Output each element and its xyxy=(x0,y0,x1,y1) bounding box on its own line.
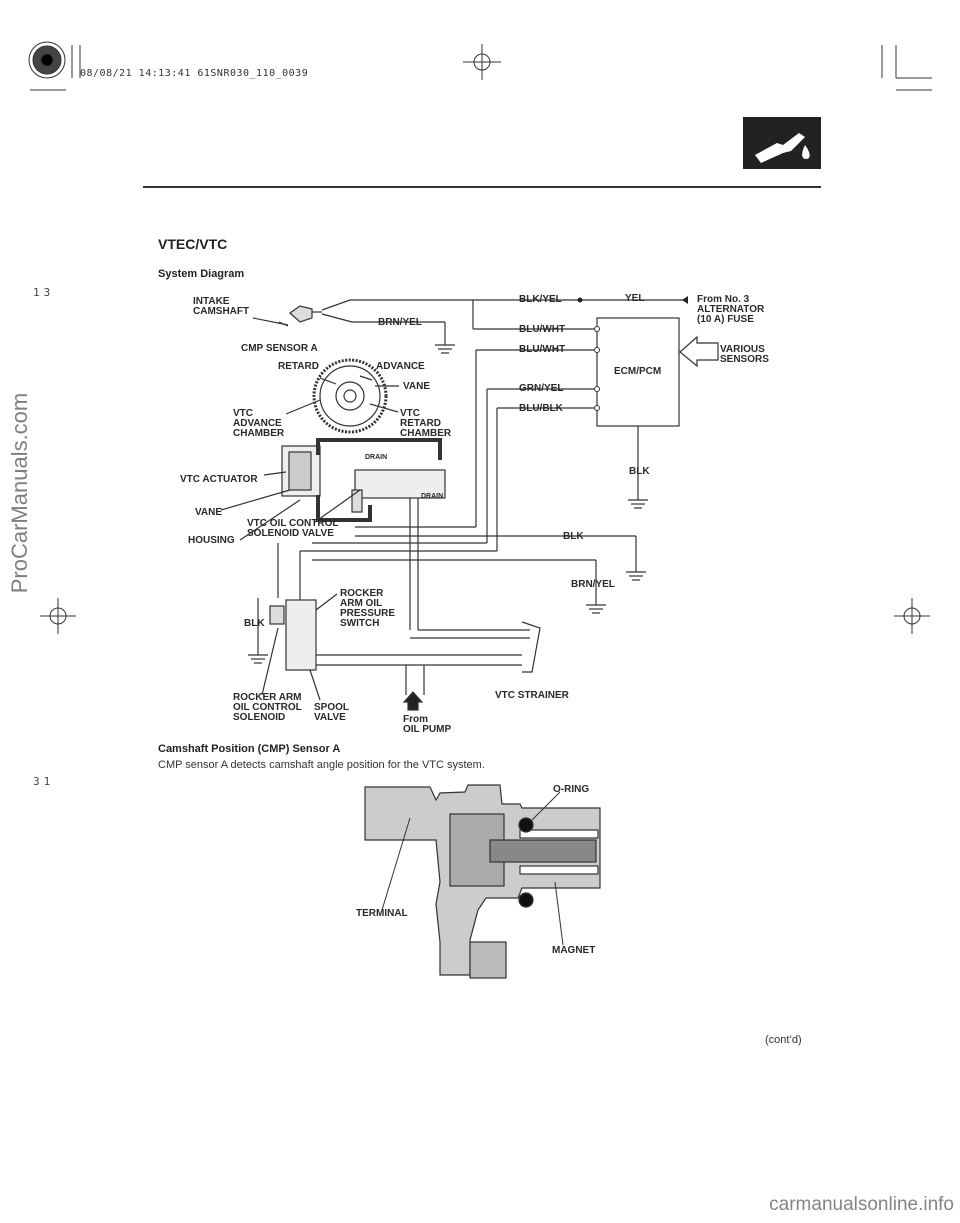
vane-bottom-label: VANE xyxy=(195,507,223,518)
print-stamp: 08/08/21 14:13:41 61SNR030_110_0039 xyxy=(80,68,309,79)
wire-yel-label: YEL xyxy=(625,293,645,304)
spool-valve-label: SPOOL VALVE xyxy=(314,702,350,723)
retard-label: RETARD xyxy=(278,361,319,372)
system-diagram xyxy=(220,296,719,711)
watermark-left: ProCarManuals.com xyxy=(7,392,32,594)
rocker-arm-oil-pressure-switch-label: ROCKER ARM OIL PRESSURE SWITCH xyxy=(340,588,396,629)
ecm-pcm-label: ECM/PCM xyxy=(614,366,662,377)
wire-blk-ecm-label: BLK xyxy=(629,466,650,477)
fuel-system-icon xyxy=(743,117,821,169)
wire-grn-yel-label: GRN/YEL xyxy=(519,383,564,394)
wire-blk-right-label: BLK xyxy=(563,531,584,542)
rocker-arm-oil-control-solenoid-label: ROCKER ARM OIL CONTROL SOLENOID xyxy=(233,692,302,723)
drain-label-2: DRAIN xyxy=(421,493,444,500)
side-page-marker-top: 13 xyxy=(33,286,55,299)
wire-brn-yel-right-label: BRN/YEL xyxy=(571,579,615,590)
section-title: VTEC/VTC xyxy=(158,236,228,252)
system-diagram-title: System Diagram xyxy=(158,268,245,280)
intake-camshaft-label: INTAKE CAMSHAFT xyxy=(193,296,250,317)
vtc-actuator-label: VTC ACTUATOR xyxy=(180,474,258,485)
blk-left-label: BLK xyxy=(244,618,265,629)
watermark-bottom: carmanualsonline.info xyxy=(769,1194,954,1215)
magnet-label: MAGNET xyxy=(552,945,596,956)
header-rule xyxy=(143,186,821,188)
vane-top-label: VANE xyxy=(403,381,431,392)
wire-blu-wht-2-label: BLU/WHT xyxy=(519,344,566,355)
from-oil-pump-label: From OIL PUMP xyxy=(403,714,452,735)
terminal-label: TERMINAL xyxy=(356,908,408,919)
wire-brn-yel-top-label: BRN/YEL xyxy=(378,317,422,328)
housing-label: HOUSING xyxy=(188,535,235,546)
vtc-oil-control-solenoid-valve-label: VTC OIL CONTROL SOLENOID VALVE xyxy=(247,518,339,539)
o-ring-label: O-RING xyxy=(553,784,590,795)
side-page-marker-bottom: 31 xyxy=(33,775,55,788)
vtc-advance-chamber-label: VTC ADVANCE CHAMBER xyxy=(233,408,285,439)
continued-note: (cont’d) xyxy=(765,1034,802,1046)
cmp-sensor-description: CMP sensor A detects camshaft angle posi… xyxy=(158,759,485,771)
advance-label: ADVANCE xyxy=(376,361,425,372)
from-fuse-label: From No. 3 ALTERNATOR (10 A) FUSE xyxy=(697,294,765,325)
wire-blu-wht-1-label: BLU/WHT xyxy=(519,324,566,335)
cmp-sensor-title: Camshaft Position (CMP) Sensor A xyxy=(158,743,341,755)
vtc-strainer-label: VTC STRAINER xyxy=(495,690,569,701)
various-sensors-label: VARIOUS SENSORS xyxy=(720,344,769,365)
drain-label-1: DRAIN xyxy=(365,454,388,461)
wire-blk-yel-label: BLK/YEL xyxy=(519,294,562,305)
vtc-retard-chamber-label: VTC RETARD CHAMBER xyxy=(400,408,452,439)
cmp-sensor-cutaway xyxy=(364,784,601,979)
wire-blu-blk-label: BLU/BLK xyxy=(519,403,563,414)
cmp-sensor-a-label: CMP SENSOR A xyxy=(241,343,318,354)
